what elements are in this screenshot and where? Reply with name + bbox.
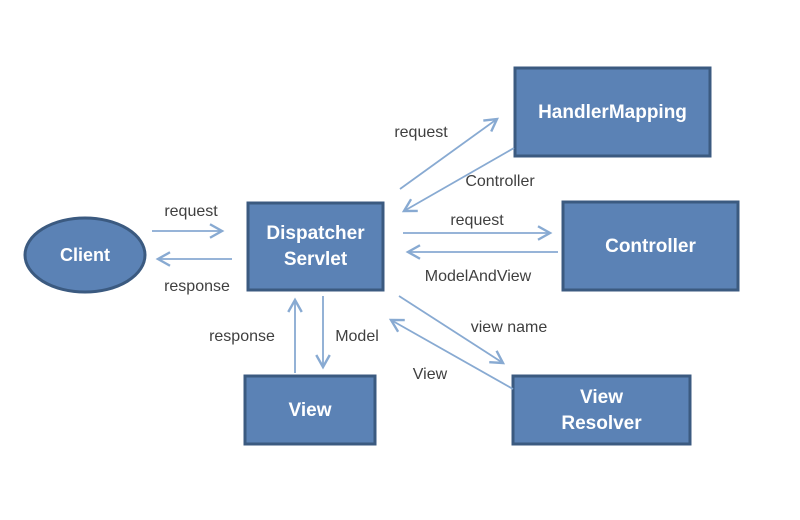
edge-controller-to-dispatcher-label: ModelAndView — [425, 268, 532, 285]
edge-handlermapping-to-dispatcher-label: Controller — [465, 173, 535, 190]
view-resolver-rect — [511, 374, 692, 446]
edge-client-to-dispatcher-label: request — [164, 203, 218, 220]
view-resolver-label-line2: Resolver — [561, 413, 642, 434]
client-label: Client — [60, 245, 110, 265]
edge-dispatcher-to-viewresolver: view name — [398, 295, 548, 365]
edge-dispatcher-to-client: response — [155, 251, 232, 295]
edge-dispatcher-to-view: Model — [315, 296, 379, 370]
handler-mapping-rect — [513, 66, 712, 158]
edge-viewresolver-to-dispatcher-arrow — [388, 318, 514, 390]
edge-dispatcher-to-view-label: Model — [335, 328, 379, 345]
dispatcher-servlet-label-line1: Dispatcher — [266, 223, 365, 244]
node-dispatcher-servlet: Dispatcher Servlet — [246, 201, 385, 292]
controller-label: Controller — [605, 236, 696, 257]
dispatcher-servlet-rect — [246, 201, 385, 292]
node-client: Client — [23, 216, 147, 294]
node-handler-mapping: HandlerMapping — [513, 66, 712, 158]
edge-view-to-dispatcher: response — [209, 297, 303, 373]
dispatcher-servlet-label-line2: Servlet — [284, 249, 348, 270]
node-controller: Controller — [561, 200, 740, 292]
edge-viewresolver-to-dispatcher: View — [388, 318, 514, 390]
edge-view-to-dispatcher-label: response — [209, 328, 275, 345]
edge-dispatcher-to-client-label: response — [164, 278, 230, 295]
node-view-resolver: View Resolver — [511, 374, 692, 446]
edge-viewresolver-to-dispatcher-label: View — [413, 366, 448, 383]
view-rect — [243, 374, 377, 446]
edge-controller-to-dispatcher: ModelAndView — [405, 244, 558, 285]
edge-dispatcher-to-controller-label: request — [450, 212, 504, 229]
edge-dispatcher-to-viewresolver-label: view name — [471, 319, 548, 336]
edge-dispatcher-to-handlermapping: request — [394, 117, 499, 190]
node-view: View — [243, 374, 377, 446]
edge-client-to-dispatcher: request — [152, 203, 225, 239]
controller-rect — [561, 200, 740, 292]
edge-dispatcher-to-handlermapping-label: request — [394, 124, 448, 141]
handler-mapping-label: HandlerMapping — [538, 102, 687, 123]
edge-dispatcher-to-controller: request — [403, 212, 553, 241]
client-ellipse — [23, 216, 147, 294]
edge-dispatcher-to-handlermapping-arrow — [399, 117, 499, 190]
edge-dispatcher-to-viewresolver-arrow — [398, 295, 506, 365]
view-resolver-label-line1: View — [580, 387, 623, 408]
edge-handlermapping-to-dispatcher: Controller — [401, 147, 535, 213]
view-label: View — [289, 400, 332, 421]
edge-handlermapping-to-dispatcher-arrow — [401, 147, 515, 213]
